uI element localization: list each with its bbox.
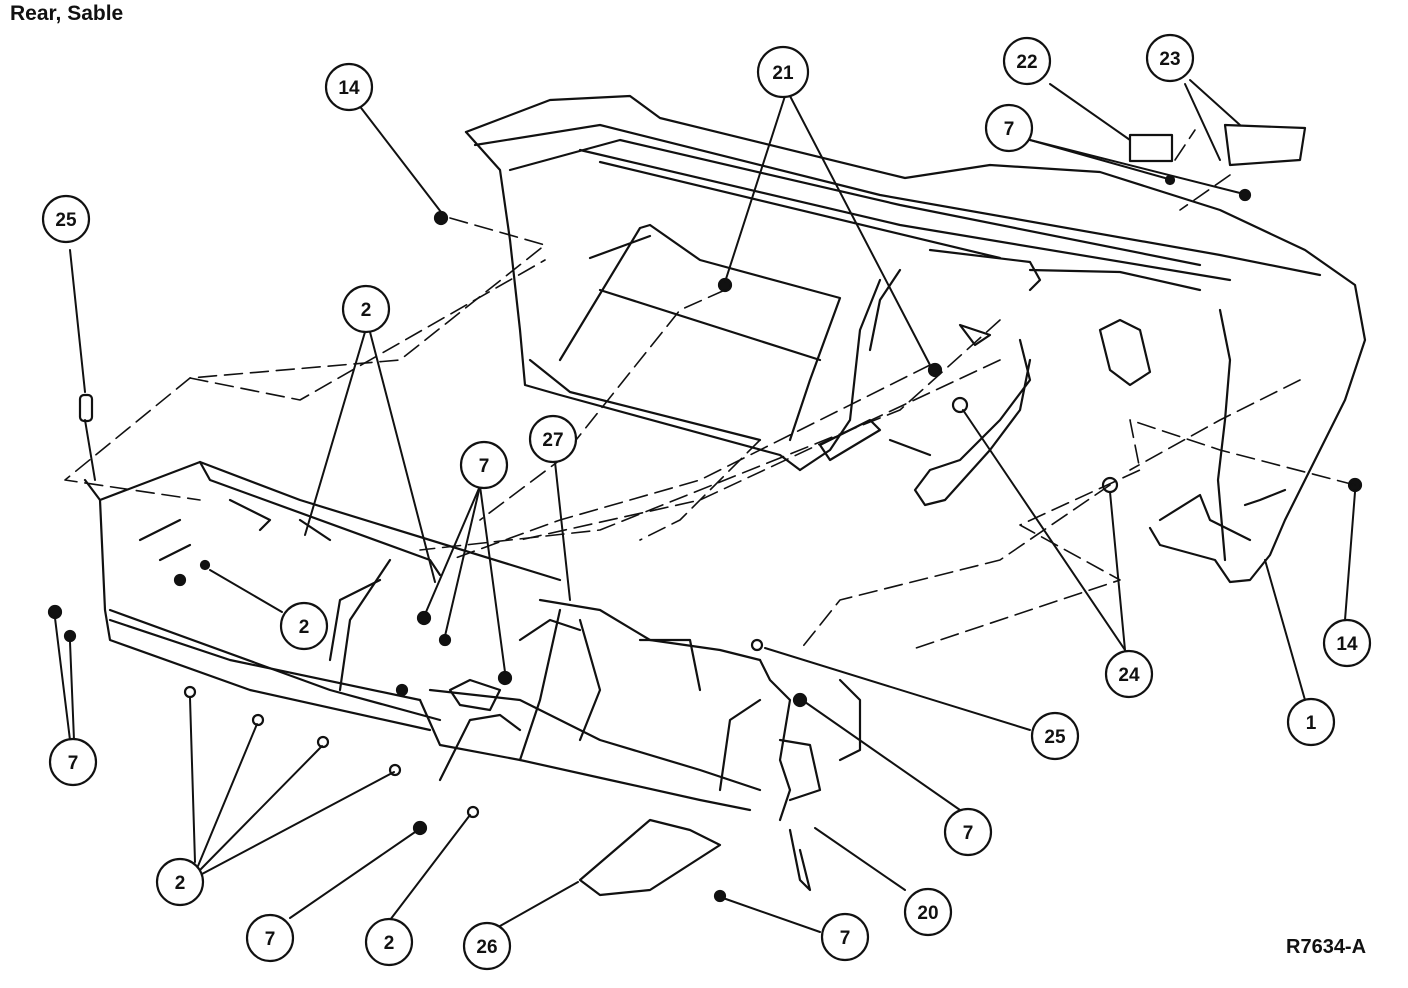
callout-26: 26: [462, 921, 512, 971]
fasteners: [47, 123, 1363, 903]
svg-text:22: 22: [1016, 52, 1037, 73]
reference-code: R7634-A: [1286, 936, 1367, 958]
svg-text:2: 2: [175, 873, 186, 894]
callout-23: 23: [1145, 33, 1195, 83]
svg-text:25: 25: [55, 210, 77, 231]
callout-7-bottom-left: 7: [245, 913, 295, 963]
callout-25-left: 25: [41, 194, 91, 244]
svg-text:21: 21: [772, 63, 794, 84]
svg-text:7: 7: [963, 823, 974, 844]
callout-7-bottom-right: 7: [820, 912, 870, 962]
svg-text:7: 7: [265, 929, 276, 950]
callout-2-upper: 2: [341, 284, 391, 334]
svg-text:24: 24: [1118, 665, 1140, 686]
callout-25-right: 25: [1030, 711, 1080, 761]
callout-22: 22: [1002, 36, 1052, 86]
callout-7-top: 7: [984, 103, 1034, 153]
callout-2-bottom: 2: [364, 917, 414, 967]
instrument-panel-lower-frame: [83, 460, 862, 897]
svg-text:7: 7: [1004, 119, 1015, 140]
svg-text:20: 20: [917, 903, 938, 924]
callout-24: 24: [1104, 649, 1154, 699]
callout-14-top: 14: [324, 62, 374, 112]
callout-27: 27: [528, 414, 578, 464]
svg-text:26: 26: [476, 937, 497, 958]
svg-text:2: 2: [384, 933, 395, 954]
callouts: 14 25 2 21 22 23 7 7 27 2 7 24 14 1 25 7…: [41, 33, 1372, 971]
callout-7-right: 7: [943, 807, 993, 857]
svg-text:14: 14: [338, 78, 360, 99]
callout-7-center: 7: [459, 440, 509, 490]
svg-text:27: 27: [542, 430, 563, 451]
svg-text:23: 23: [1159, 49, 1180, 70]
svg-text:1: 1: [1306, 713, 1317, 734]
callout-2-mid: 2: [279, 601, 329, 651]
callout-21: 21: [756, 45, 810, 99]
callout-14-right: 14: [1322, 618, 1372, 668]
svg-text:7: 7: [68, 753, 79, 774]
svg-text:7: 7: [479, 456, 490, 477]
svg-text:2: 2: [361, 300, 372, 321]
phantom-lines: [64, 129, 1356, 651]
callout-2-lower-left: 2: [155, 857, 205, 907]
svg-text:7: 7: [840, 928, 851, 949]
callout-1: 1: [1286, 697, 1336, 747]
svg-text:14: 14: [1336, 634, 1358, 655]
svg-text:25: 25: [1044, 727, 1066, 748]
diagram-title: Rear, Sable: [10, 2, 124, 25]
callout-7-left: 7: [48, 737, 98, 787]
leader-lines: [54, 79, 1356, 933]
callout-20: 20: [903, 887, 953, 937]
svg-text:2: 2: [299, 617, 310, 638]
